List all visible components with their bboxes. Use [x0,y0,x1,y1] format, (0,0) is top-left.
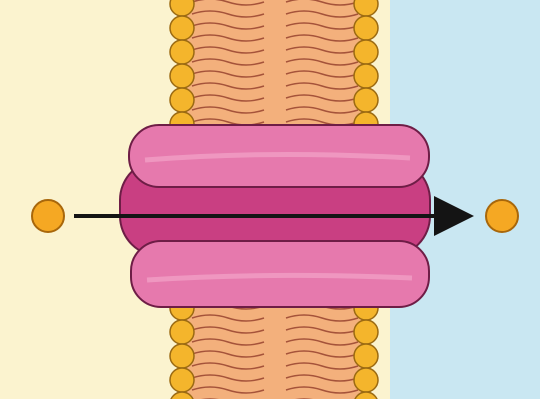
lipid-head-icon [354,88,378,112]
lipid-head-icon [170,368,194,392]
solute-left-icon [32,200,64,232]
lipid-head-icon [354,320,378,344]
lipid-head-icon [170,16,194,40]
lipid-head-icon [170,320,194,344]
lipid-head-icon [354,344,378,368]
lipid-head-icon [170,88,194,112]
solute-right-icon [486,200,518,232]
lipid-bilayer-bottom [170,296,378,399]
lipid-head-icon [354,40,378,64]
lipid-bilayer-top [170,0,378,136]
lipid-tail-region [180,0,368,132]
lipid-head-icon [170,344,194,368]
lipid-head-icon [170,40,194,64]
lipid-head-icon [354,64,378,88]
lipid-head-icon [354,368,378,392]
lipid-head-icon [170,64,194,88]
lipid-head-icon [354,16,378,40]
